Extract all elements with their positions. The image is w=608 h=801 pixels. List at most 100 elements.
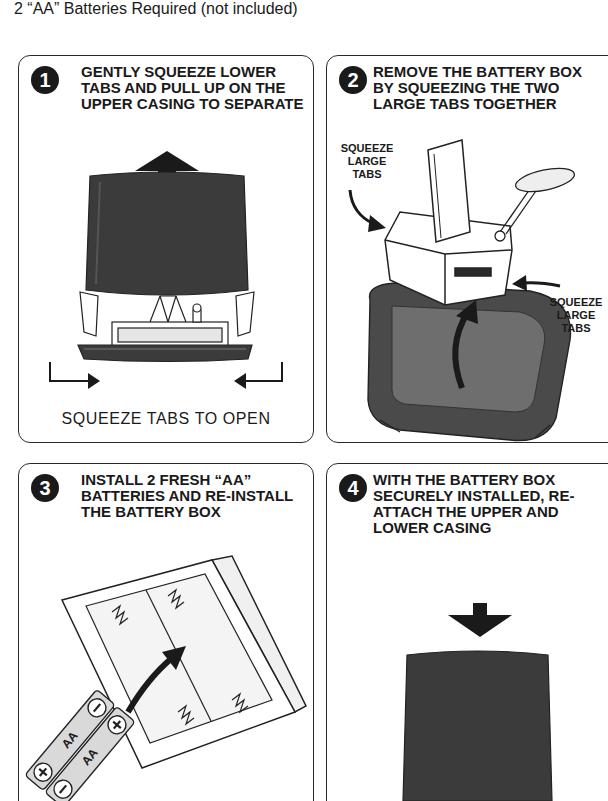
step-instruction: INSTALL 2 FRESH “AA” BATTERIES AND RE-IN… — [81, 472, 305, 520]
step-panel: GENTLY SQUEEZE LOWER TABS AND PULL UP ON… — [18, 55, 314, 443]
page-title: 2 “AA” Batteries Required (not included) — [14, 0, 298, 18]
step-instruction: WITH THE BATTERY BOX SECURELY INSTALLED,… — [373, 472, 603, 536]
battery-door — [428, 140, 470, 242]
instruction-label: SQUEEZE TABS TO OPEN — [40, 410, 292, 428]
dish-arm — [514, 164, 577, 196]
aa-battery — [104, 712, 129, 737]
aa-battery — [45, 706, 135, 801]
battery-spring — [168, 590, 184, 608]
step-panel: INSTALL 2 FRESH “AA” BATTERIES AND RE-IN… — [18, 463, 314, 801]
step-panel: WITH THE BATTERY BOX SECURELY INSTALLED,… — [326, 463, 608, 801]
inner-mechanism — [118, 328, 222, 342]
battery-box — [146, 590, 211, 721]
dish-arm — [495, 231, 505, 241]
lower-casing-tray — [380, 420, 550, 438]
aa-battery — [94, 704, 100, 712]
aa-battery — [25, 689, 135, 801]
battery-label: AA — [79, 746, 101, 768]
aa-battery — [84, 695, 109, 720]
leader-arrow — [524, 283, 560, 286]
aa-battery — [114, 721, 120, 729]
leader-arrow — [512, 275, 527, 291]
battery-door — [428, 140, 470, 242]
aa-battery — [60, 785, 66, 793]
instruction-label: SQUEEZE TABS TO OPEN — [40, 410, 292, 428]
battery-box — [444, 254, 446, 305]
step-panel: REMOVE THE BATTERY BOX BY SQUEEZING THE … — [326, 55, 608, 443]
battery-spring — [112, 606, 128, 624]
step-instruction: REMOVE THE BATTERY BOX BY SQUEEZING THE … — [373, 64, 603, 112]
upper-casing — [403, 651, 552, 801]
battery-box — [385, 240, 512, 254]
dish-arm — [500, 186, 532, 232]
aa-battery — [50, 776, 75, 801]
lower-casing — [84, 348, 246, 350]
battery-spring — [232, 694, 248, 712]
battery-label: AA — [59, 729, 81, 751]
step-number-badge: 4 — [339, 474, 367, 502]
squeeze-bracket — [244, 362, 282, 381]
inner-mechanism — [112, 296, 228, 347]
page-title: 2 “AA” Batteries Required (not included) — [14, 0, 298, 18]
step-instruction: GENTLY SQUEEZE LOWER TABS AND PULL UP ON… — [81, 64, 305, 112]
insert-arrow — [128, 646, 186, 712]
aa-battery — [40, 768, 46, 776]
aa-battery — [113, 722, 121, 728]
battery-box — [86, 574, 272, 743]
step-number: 4 — [347, 478, 358, 498]
lift-arrow — [455, 312, 468, 388]
battery-door — [434, 154, 441, 238]
upper-casing — [403, 651, 552, 801]
battery-spring — [112, 590, 248, 724]
squeeze-bracket — [50, 362, 282, 381]
dish-arm — [495, 164, 576, 241]
callout-label: SQUEEZE LARGE TABS — [546, 296, 606, 335]
battery-label: AA — [79, 746, 101, 768]
inner-mechanism — [112, 322, 228, 347]
battery-spring — [178, 706, 194, 724]
push-down-arrow — [448, 603, 512, 637]
squeeze-bracket — [50, 362, 90, 381]
inner-mechanism — [150, 296, 186, 322]
upper-casing — [96, 182, 100, 284]
leader-arrow — [368, 215, 386, 232]
callout-label: SQUEEZE LARGE TABS — [336, 142, 398, 181]
step-number: 3 — [39, 478, 50, 498]
callout-label: SQUEEZE LARGE TABS — [336, 142, 398, 181]
lower-casing — [78, 345, 252, 362]
step-number-badge: 1 — [31, 66, 59, 94]
aa-battery — [39, 769, 47, 775]
squeeze-arrowhead — [88, 373, 100, 389]
inner-mechanism — [160, 296, 176, 322]
lift-arrow — [455, 300, 478, 388]
pull-up-arrow — [135, 151, 199, 171]
step-number-badge: 3 — [31, 474, 59, 502]
squeeze-arrowhead — [234, 373, 246, 389]
casing-tab — [236, 292, 254, 336]
squeeze-arrowhead — [88, 373, 246, 389]
upper-casing — [86, 172, 248, 295]
lower-casing-tray — [392, 306, 545, 412]
lower-casing — [78, 345, 252, 362]
dish-arm — [506, 188, 538, 234]
lower-casing-tray — [368, 283, 571, 441]
push-down-arrow — [448, 615, 512, 637]
step-number: 1 — [39, 70, 50, 90]
push-down-arrow — [473, 603, 487, 616]
battery-box — [455, 268, 491, 276]
insert-arrow — [128, 658, 172, 712]
inner-mechanism — [193, 304, 201, 312]
callout-label: SQUEEZE LARGE TABS — [546, 296, 606, 335]
leader-arrow — [350, 190, 560, 291]
lower-casing-tray — [368, 283, 571, 441]
casing-tab — [80, 292, 98, 336]
battery-label: AA — [59, 729, 81, 751]
lift-arrow — [456, 300, 478, 324]
insert-arrow — [162, 646, 186, 670]
step-number-badge: 2 — [339, 66, 367, 94]
step-number: 2 — [347, 70, 358, 90]
aa-battery — [30, 759, 55, 784]
upper-casing — [86, 172, 248, 295]
